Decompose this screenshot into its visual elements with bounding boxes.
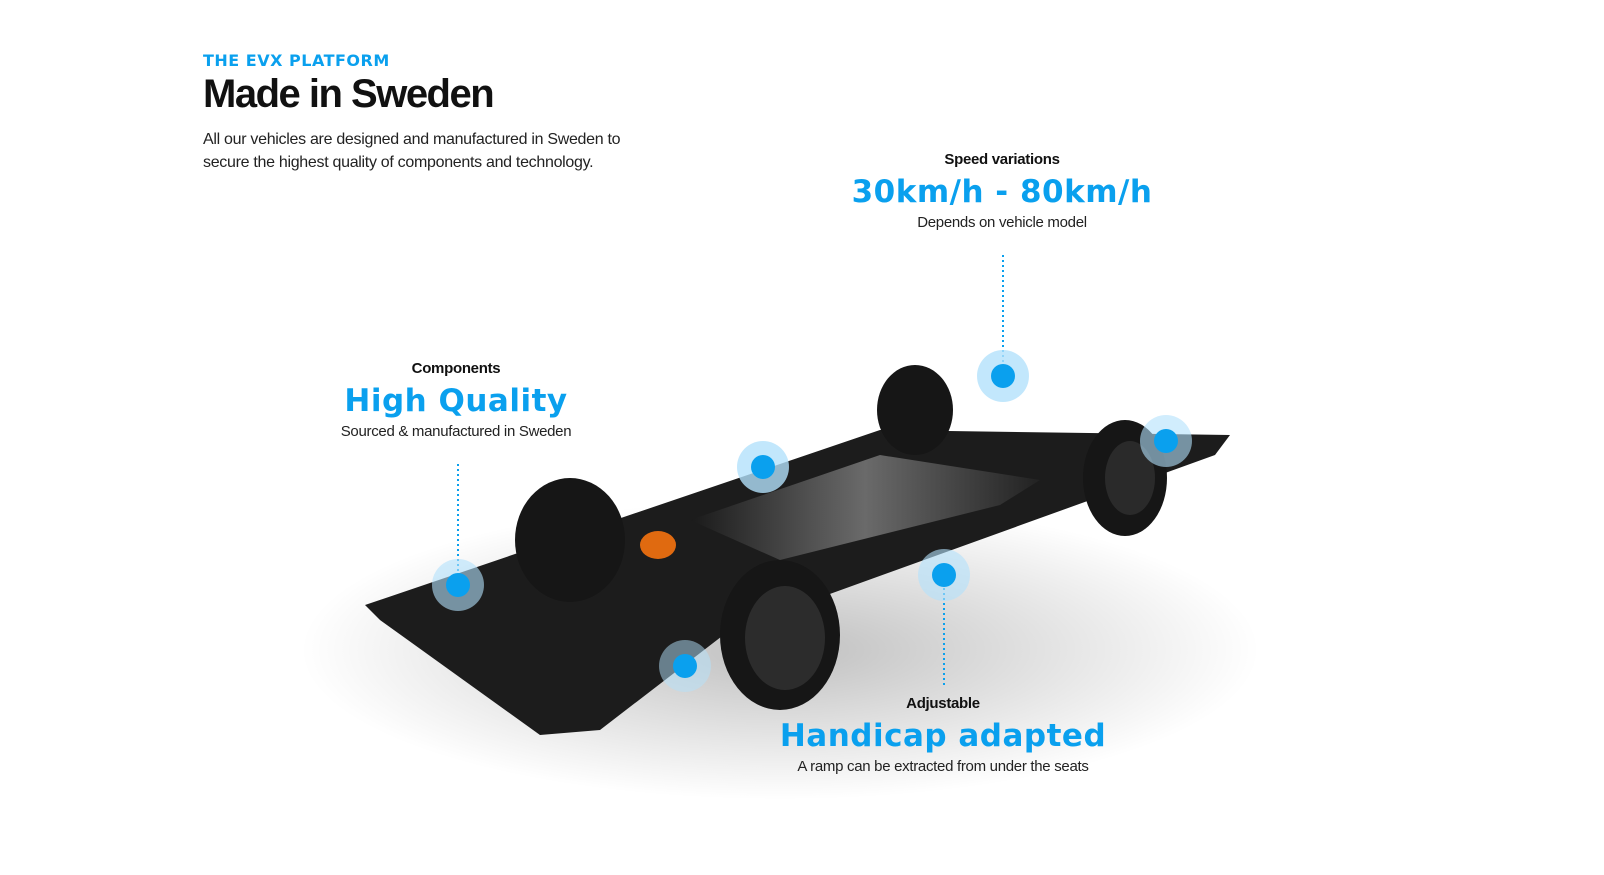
leader-lines xyxy=(457,255,1004,688)
callout-description: Depends on vehicle model xyxy=(917,214,1087,231)
hotspot-ramp xyxy=(918,549,970,601)
eyebrow: THE EVX PLATFORM xyxy=(203,51,390,70)
page-title: Made in Sweden xyxy=(203,72,495,116)
intro-text: All our vehicles are designed and manufa… xyxy=(203,131,621,171)
hotspot-rear xyxy=(1140,415,1192,467)
wheels xyxy=(515,365,1167,710)
hotspot-components xyxy=(432,559,484,611)
callout-value: 30km/h - 80km/h xyxy=(851,174,1153,210)
hotspots[interactable] xyxy=(432,350,1192,692)
callout-description: Sourced & manufactured in Sweden xyxy=(340,423,572,440)
hotspot-speed xyxy=(977,350,1029,402)
callout-speed: Speed variations 30km/h - 80km/h Depends… xyxy=(802,151,1202,231)
battery-pack xyxy=(690,455,1040,560)
callout-value: Handicap adapted xyxy=(779,718,1107,754)
hotspot-front xyxy=(659,640,711,692)
callout-label: Adjustable xyxy=(906,695,980,712)
callout-value: High Quality xyxy=(344,383,568,419)
suspension-spring xyxy=(640,531,676,559)
callout-description: A ramp can be extracted from under the s… xyxy=(797,758,1089,775)
callout-label: Components xyxy=(411,360,501,377)
callout-label: Speed variations xyxy=(944,151,1060,168)
callout-components: Components High Quality Sourced & manufa… xyxy=(256,360,656,440)
hotspot-side xyxy=(737,441,789,493)
callout-adjustable: Adjustable Handicap adapted A ramp can b… xyxy=(743,695,1143,775)
